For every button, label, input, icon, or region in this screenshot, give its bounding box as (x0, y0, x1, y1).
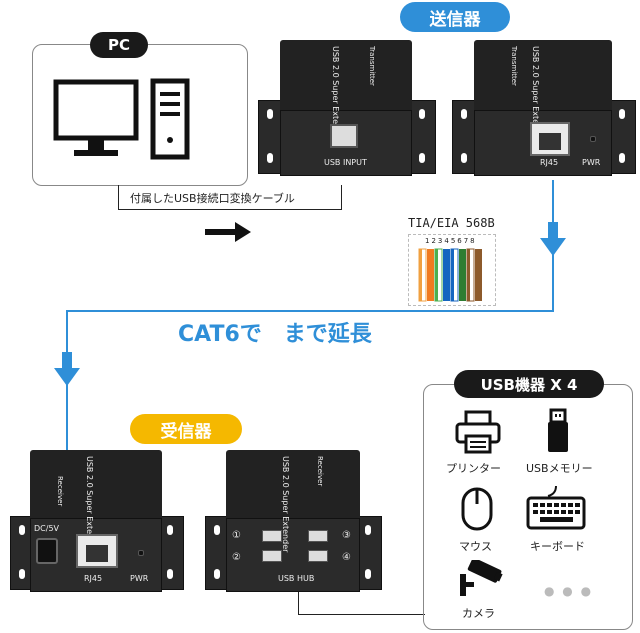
pin-numbers: 12345678 (425, 237, 477, 245)
device-usb-memory-label: USBメモリー (526, 462, 593, 475)
device-mouse-label: マウス (459, 540, 492, 553)
arrow-right-icon (205, 222, 251, 246)
computer-tower-icon (150, 78, 190, 162)
pwr-label: PWR (130, 574, 149, 583)
usb-port-4-icon (308, 550, 328, 562)
pc-label: PC (90, 32, 148, 58)
cable-bracket (118, 185, 342, 210)
usb-hub-connector (298, 592, 425, 615)
usb-hub-label: USB HUB (278, 574, 315, 583)
rj45-port-icon (76, 534, 118, 568)
pwr-led-icon (590, 136, 596, 142)
keyboard-icon (526, 485, 586, 536)
wiring-diagram: 12345678 (408, 234, 496, 306)
usb-port-2-icon (262, 550, 282, 562)
device-printer-label: プリンター (446, 462, 501, 475)
usb-input-label: USB INPUT (324, 158, 367, 167)
transmitter-unit-back: USB 2.0 Super Extender Transmitter RJ45 … (474, 40, 612, 176)
tx-ear-right (410, 100, 436, 174)
more-devices-dots: ● ● ● (544, 584, 594, 598)
cat6-line-vertical-left (66, 310, 68, 520)
cat6-caption: CAT6で まで延長 (178, 322, 372, 347)
rj45-port-icon (530, 122, 570, 156)
mouse-icon (460, 486, 494, 536)
rj45-label: RJ45 (540, 158, 559, 167)
tia-label: TIA/EIA 568B (408, 216, 495, 230)
tx2-ear-left (452, 100, 478, 174)
usb-devices-title: USB機器 X 4 (454, 370, 604, 398)
pwr-label: PWR (582, 158, 601, 167)
transmitter-unit-front: USB 2.0 Super Extender Transmitter USB I… (280, 40, 412, 176)
receiver-unit-front: USB 2.0 Super Extender Receiver ① ② ③ ④ … (226, 450, 360, 592)
tx-ear-left (258, 100, 284, 174)
receiver-label: 受信器 (130, 414, 242, 444)
device-keyboard-label: キーボード (530, 540, 585, 553)
usb-port-1-icon (262, 530, 282, 542)
usb-memory-icon (546, 408, 570, 458)
tx2-ear-right (610, 100, 636, 174)
device-camera-label: カメラ (462, 607, 495, 620)
receiver-unit-back: USB 2.0 Super Extender Receiver DC/5V RJ… (30, 450, 162, 592)
pwr-led-icon (138, 550, 144, 556)
dc-label: DC/5V (34, 524, 60, 533)
arrow-down-left-icon (54, 352, 80, 390)
printer-icon (454, 410, 502, 458)
cat6-line-horizontal (66, 310, 554, 312)
monitor-icon (52, 78, 140, 162)
transmitter-label: 送信器 (400, 2, 510, 32)
usb-b-port-icon (330, 124, 358, 148)
arrow-down-icon (540, 222, 566, 260)
cable-note: 付属したUSB接続口変換ケーブル (126, 190, 299, 206)
rj45-label: RJ45 (84, 574, 103, 583)
rx2-ear-right (356, 516, 382, 590)
camera-icon (456, 557, 504, 604)
usb-port-3-icon (308, 530, 328, 542)
dc-jack-icon (36, 538, 58, 564)
